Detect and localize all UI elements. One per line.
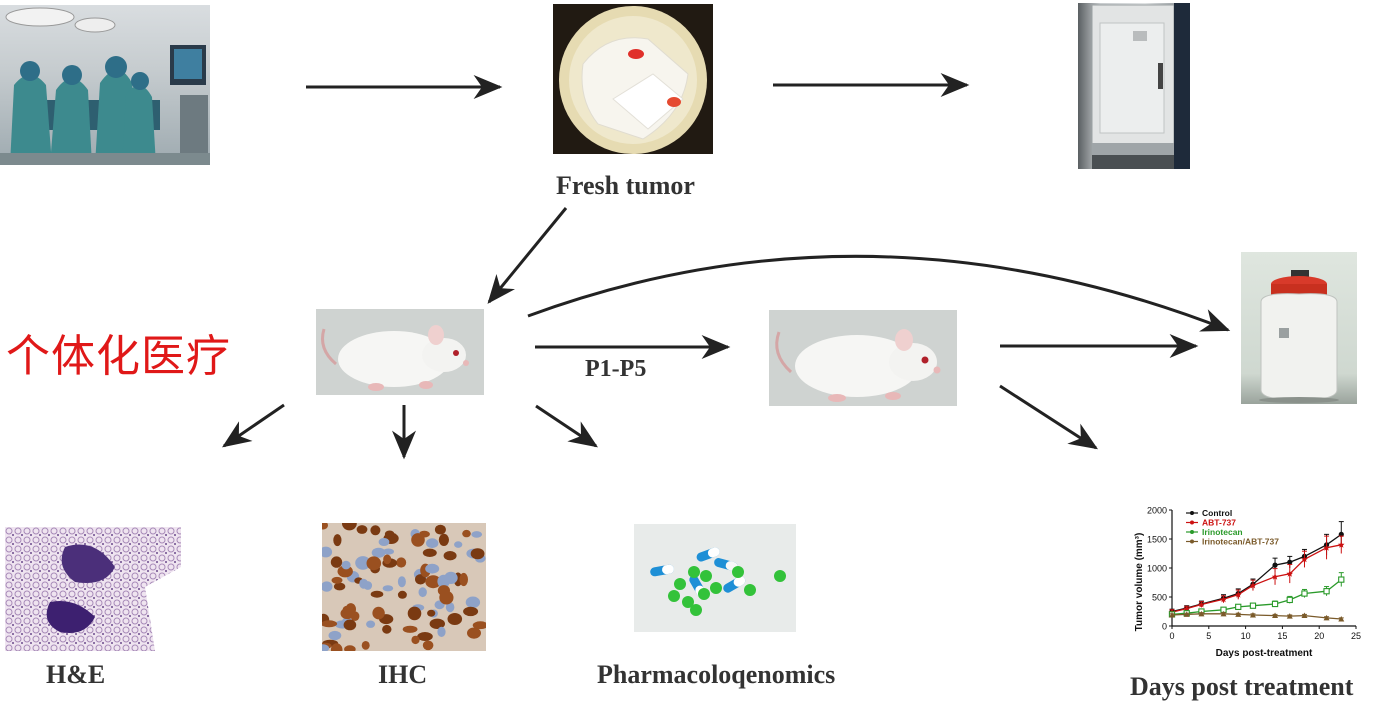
fresh-tumor-caption: Fresh tumor (556, 171, 695, 200)
chart-x-axis-label: Days post-treatment (1216, 648, 1313, 659)
chart-point (1301, 612, 1308, 619)
chart-point (1272, 612, 1279, 619)
tumor-dish-illustration (559, 6, 707, 154)
chart-legend-marker (1190, 520, 1194, 525)
ihc-caption: IHC (378, 660, 428, 689)
arrow-tumor-to-mouse (487, 207, 568, 304)
mouse-illustration-2 (775, 329, 941, 402)
chart-series-line-2 (1171, 579, 1342, 616)
passage-caption: P1-P5 (585, 356, 647, 382)
chart-point (1338, 616, 1345, 622)
chart-x-tick-label: 25 (1351, 631, 1361, 641)
arrow-mouse2-to-chart (999, 384, 1099, 450)
pharmacogenomics-caption: Pharmacoloqenomics (597, 660, 836, 689)
chart-x-tick-label: 15 (1277, 631, 1287, 641)
chart-series-line-3 (1171, 613, 1342, 620)
ihc-stain-photo (322, 523, 486, 651)
chart-point (1220, 610, 1227, 617)
chart-point (1338, 541, 1345, 548)
arrow-mouse-to-pharmaco (535, 404, 598, 448)
chart-legend-label: ABT-737 (1202, 518, 1236, 528)
arrow-mouse-to-he (222, 403, 285, 448)
pills-illustration (650, 547, 786, 616)
chart-point (1249, 611, 1256, 618)
he-stain-photo (5, 527, 181, 651)
chart-x-tick-label: 0 (1169, 631, 1174, 641)
chart-point (1198, 610, 1205, 617)
chart-point (1183, 611, 1190, 617)
chart-point (1220, 596, 1227, 603)
chart-point (1235, 603, 1242, 611)
chart-point (1286, 570, 1293, 577)
chart-point (1338, 576, 1345, 583)
freezer-photo (1078, 3, 1190, 169)
days-post-treatment-caption: Days post treatment (1130, 672, 1354, 701)
chart-x-tick-label: 5 (1206, 631, 1211, 641)
chart-y-tick-label: 500 (1152, 593, 1167, 603)
chart-point (1286, 613, 1293, 619)
chart-point (1271, 573, 1279, 580)
chart-y-axis-label: Tumor volume (mm³) (1134, 533, 1145, 632)
mouse-photo-1 (316, 309, 484, 395)
chart-point (1287, 559, 1293, 565)
chart-x-tick-label: 20 (1314, 631, 1324, 641)
chart-point (1272, 562, 1278, 568)
chart-point (1301, 590, 1308, 597)
surgery-photo (0, 5, 210, 165)
surgery-illustration (0, 7, 210, 165)
chart-legend-label: Control (1202, 508, 1232, 518)
tumor-dish-photo (553, 4, 713, 154)
chart-x-tick-label: 10 (1241, 631, 1251, 641)
personalized-medicine-label: 个体化医疗 (6, 331, 231, 382)
chart-y-tick-label: 1500 (1147, 535, 1167, 545)
chart-y-tick-label: 0 (1162, 622, 1167, 632)
freezer-illustration (1091, 3, 1190, 169)
chart-point (1323, 544, 1330, 551)
chart-legend-label: Irinotecan/ABT-737 (1202, 537, 1279, 547)
chart-point (1198, 601, 1205, 608)
mouse-illustration-1 (321, 325, 469, 391)
pills-photo (634, 524, 796, 632)
chart-point (1323, 614, 1330, 621)
chart-point (1249, 602, 1257, 609)
chart-point (1286, 596, 1293, 604)
chart-y-tick-label: 2000 (1147, 506, 1167, 516)
chart-legend-marker (1190, 539, 1194, 544)
mouse-photo-2 (769, 310, 957, 406)
chart-y-tick-label: 1000 (1147, 564, 1167, 574)
arrow-mouse-to-dewar-curve (527, 254, 1231, 332)
chart-point (1301, 556, 1308, 563)
chart-point (1183, 605, 1190, 612)
dewar-photo (1241, 252, 1357, 404)
chart-point (1235, 611, 1242, 617)
chart-point (1323, 588, 1330, 595)
chart-legend-marker (1190, 511, 1194, 515)
tumor-volume-chart: Tumor volume (mm³) Days post-treatment 0… (1134, 506, 1361, 660)
chart-point (1169, 611, 1175, 618)
ihc-stain-illustration (322, 523, 486, 651)
he-caption: H&E (46, 660, 106, 689)
he-stain-illustration (5, 527, 181, 651)
dewar-illustration (1259, 270, 1339, 403)
chart-point (1271, 600, 1279, 608)
chart-point (1249, 582, 1257, 589)
chart-legend-marker (1190, 530, 1194, 534)
chart-series-line-1 (1171, 544, 1342, 613)
chart-point (1235, 591, 1242, 598)
chart-legend-label: Irinotecan (1202, 527, 1243, 537)
